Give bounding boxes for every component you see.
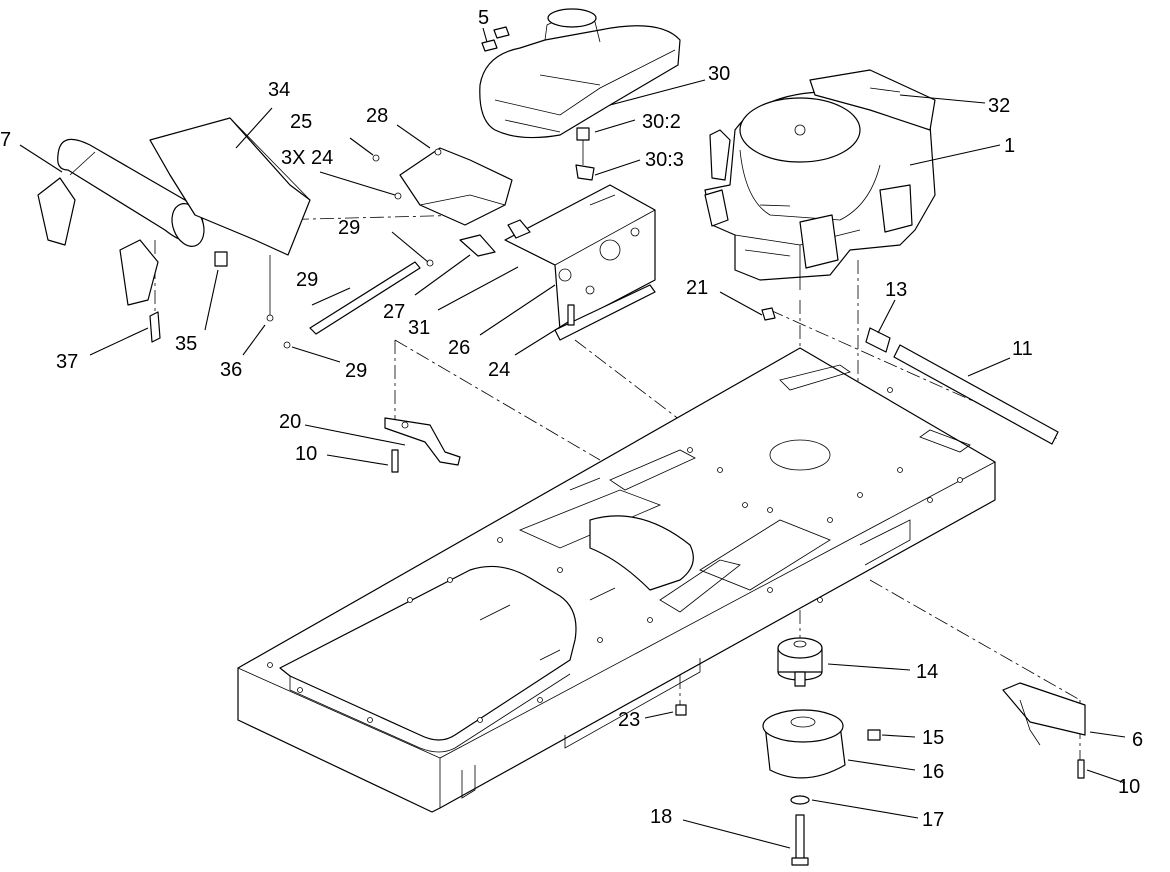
callout-1: 1 xyxy=(1004,135,1015,157)
callout-19: 20 xyxy=(279,411,301,433)
callout-labels: 5 30 30:2 30:3 1 32 7 34 28 25 3X 24 29 … xyxy=(0,7,1143,831)
engine xyxy=(704,69,936,290)
callout-27: 28 xyxy=(366,105,388,127)
callout-29-lower: 29 xyxy=(345,360,367,382)
frame-holes xyxy=(267,387,963,723)
callout-29-upper: 29 xyxy=(338,217,360,239)
fuel-cap-block-a xyxy=(481,39,498,52)
callout-32: 32 xyxy=(988,95,1010,117)
callout-17: 17 xyxy=(922,809,944,831)
fuel-tank xyxy=(479,8,681,139)
clutch xyxy=(762,709,881,779)
frame-chassis xyxy=(237,347,996,813)
callout-35: 35 xyxy=(175,333,197,355)
muffler-guard xyxy=(149,117,311,256)
callout-14: 14 xyxy=(916,661,938,683)
callout-5: 5 xyxy=(478,7,489,29)
callout-37: 37 xyxy=(56,351,78,373)
callout-18: 18 xyxy=(650,806,672,828)
callout-36: 36 xyxy=(220,359,242,381)
small-brackets xyxy=(459,219,531,257)
callout-26: 27 xyxy=(383,301,405,323)
callout-30-3: 30:3 xyxy=(645,149,684,171)
callout-28: 29 xyxy=(296,269,318,291)
bracket-left xyxy=(384,417,461,466)
bracket-right xyxy=(1002,682,1086,746)
callout-3x-24: 25 xyxy=(290,111,312,133)
callout-23: 24 xyxy=(488,359,510,381)
fuel-cap-block-b xyxy=(493,26,510,39)
fuel-fittings xyxy=(575,127,595,181)
clutch-hardware xyxy=(790,795,810,866)
pulley xyxy=(777,637,823,687)
heat-shield xyxy=(399,147,513,226)
fasteners xyxy=(283,154,1085,779)
callout-30-2: 30:2 xyxy=(642,111,681,133)
callout-7: 7 xyxy=(0,129,11,151)
mounting-bracket xyxy=(504,184,656,341)
callout-15: 15 xyxy=(922,727,944,749)
callout-10-left: 10 xyxy=(295,443,317,465)
callout-16: 16 xyxy=(922,761,944,783)
callout-34: 34 xyxy=(268,79,290,101)
callout-11: 11 xyxy=(1012,338,1033,360)
callout-30: 30 xyxy=(708,63,730,85)
callout-25: 26 xyxy=(448,337,470,359)
leader-lines xyxy=(19,27,1126,849)
fuel-line xyxy=(865,327,1059,445)
callout-13: 13 xyxy=(885,279,907,301)
callout-21: 23 xyxy=(618,709,640,731)
callout-10-right: 10 xyxy=(1118,776,1140,798)
rod xyxy=(309,261,421,335)
callout-20: 21 xyxy=(686,277,708,299)
muffler-hardware xyxy=(149,251,274,343)
callout-6: 6 xyxy=(1132,729,1143,751)
callout-31: 31 xyxy=(408,317,430,339)
callout-24: 3X 24 xyxy=(281,147,333,169)
